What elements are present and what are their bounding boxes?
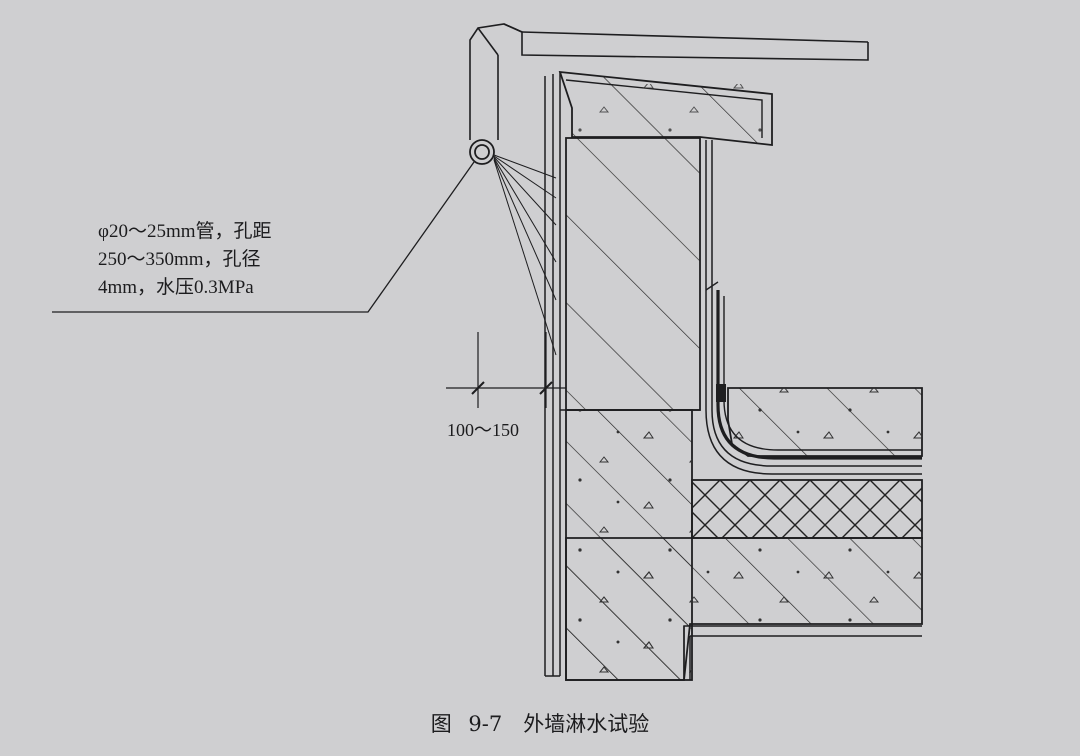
note-line-3: 4mm，水压0.3MPa	[98, 277, 254, 298]
note-line-2: 250～350mm，孔径	[98, 249, 261, 270]
roof-protective-layer	[727, 387, 923, 457]
parapet-coping	[558, 70, 773, 147]
exterior-finish-layer	[544, 72, 561, 677]
parapet-wall	[565, 137, 701, 411]
dimension-marker	[446, 332, 566, 408]
insulation-layer	[691, 479, 923, 539]
dimension-label: 100～150	[447, 420, 519, 440]
roof-slab	[565, 537, 923, 681]
pipe-specification-note: φ20～25mm管，孔距 250～350mm，孔径 4mm，水压0.3MPa	[98, 218, 272, 302]
water-pipe	[469, 23, 869, 140]
water-spray-lines	[493, 154, 557, 356]
annotation-leader-line	[52, 161, 475, 313]
note-line-1: φ20～25mm管，孔距	[98, 221, 272, 242]
spray-nozzle	[469, 139, 495, 165]
figure-caption: 图 9-7 外墙淋水试验	[430, 712, 650, 736]
waterproof-membrane	[705, 140, 922, 475]
